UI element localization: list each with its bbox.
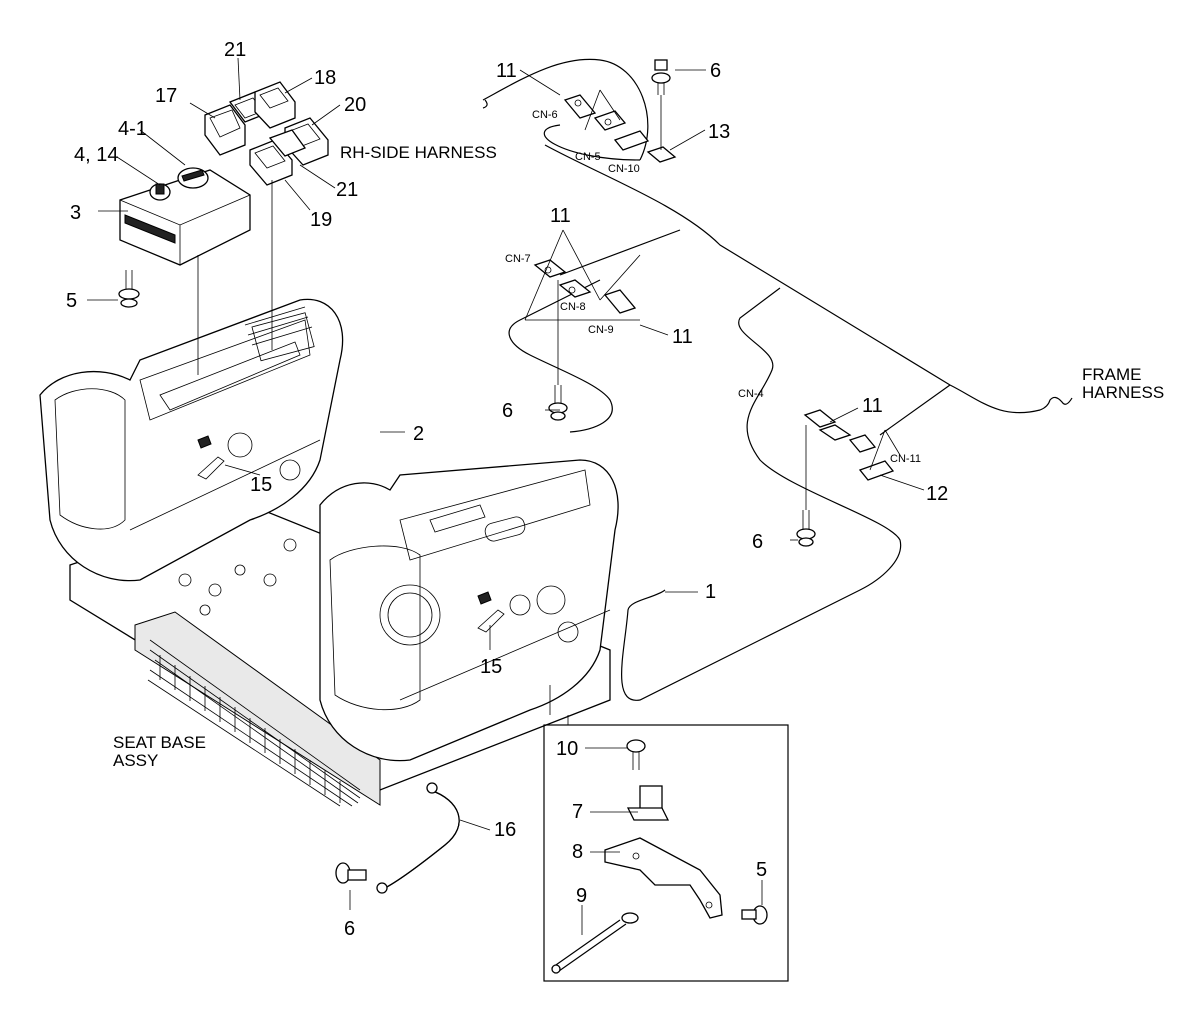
leader-lines: [87, 57, 925, 935]
callout-19: 19: [310, 209, 332, 231]
rocker-switch-17: [204, 104, 246, 156]
callout-4-1: 4-1: [118, 118, 147, 140]
bolt-6-mid: [548, 280, 568, 421]
callout-15-left: 15: [250, 474, 272, 496]
seat-base-vent-grille: [147, 639, 361, 807]
cn-11-label: CN-11: [890, 453, 921, 465]
callout-18: 18: [314, 67, 336, 89]
screw-10: [626, 739, 646, 770]
clamp-bracket-right: [803, 409, 895, 481]
callout-6-mid: 6: [502, 400, 513, 422]
cn-4-label: CN-4: [738, 388, 764, 400]
text-labels: RH-SIDE HARNESS FRAME HARNESS SEAT BASE …: [66, 39, 1164, 940]
screw-5-inset: [741, 905, 768, 925]
callout-6-cable: 6: [344, 918, 355, 940]
key-switch-icon: [149, 183, 171, 201]
bolt-6-right: [796, 425, 816, 547]
callout-4-14: 4, 14: [74, 144, 118, 166]
cn-10-label: CN-10: [608, 163, 640, 175]
callout-5-inset: 5: [756, 859, 767, 881]
callout-11-mid: 11: [550, 205, 571, 227]
callout-16: 16: [494, 819, 516, 841]
cn-8-label: CN-8: [560, 301, 586, 313]
callout-7: 7: [572, 801, 583, 823]
callout-6-top: 6: [710, 60, 721, 82]
cn-6-label: CN-6: [532, 109, 558, 121]
callout-9: 9: [576, 885, 587, 907]
cn-5-label: CN-5: [575, 151, 601, 163]
callout-11-top: 11: [496, 60, 517, 82]
callout-20: 20: [344, 94, 366, 116]
rocker-switches-group: [204, 81, 329, 186]
ground-cable-16: [376, 782, 460, 894]
rh-console-part-1: [319, 459, 619, 762]
callout-12: 12: [926, 483, 948, 505]
bolt-6-cable: [335, 862, 367, 884]
frame-harness-label-2: HARNESS: [1082, 383, 1164, 402]
bracket-8: [604, 837, 723, 919]
callout-15-right: 15: [480, 656, 502, 678]
callout-11-lower: 11: [672, 326, 693, 348]
callout-21-top: 21: [224, 39, 246, 61]
rod-9: [551, 912, 639, 974]
callout-13: 13: [708, 121, 730, 143]
frame-harness-wiring: [482, 58, 1073, 701]
callout-10: 10: [556, 738, 578, 760]
callout-2: 2: [413, 423, 424, 445]
bolt-6-top: [651, 59, 671, 150]
callout-5-left: 5: [66, 290, 77, 312]
control-box-part-3: [119, 167, 251, 266]
rotary-knob-icon: [177, 167, 209, 189]
seat-base-label-2: ASSY: [113, 751, 158, 770]
cn-9-label: CN-9: [588, 324, 614, 336]
frame-harness-label-1: FRAME: [1082, 365, 1142, 384]
rh-side-harness-label: RH-SIDE HARNESS: [340, 143, 497, 162]
seat-base-label-1: SEAT BASE: [113, 733, 206, 752]
cn-7-label: CN-7: [505, 253, 531, 265]
callout-21-lower: 21: [336, 179, 358, 201]
callout-3: 3: [70, 202, 81, 224]
inset-detail-box: [543, 685, 789, 982]
callout-8: 8: [572, 841, 583, 863]
callout-1: 1: [705, 581, 716, 603]
callout-11-right: 11: [862, 395, 883, 417]
callout-6-right: 6: [752, 531, 763, 553]
clamp-bracket-mid: [533, 259, 637, 314]
switch-7: [626, 785, 670, 821]
rocker-switch-18: [254, 81, 296, 129]
screw-5-left: [118, 270, 140, 308]
lh-console-part-2: [39, 298, 344, 582]
rocker-switch-21-bottom: [268, 129, 307, 157]
callout-17: 17: [155, 85, 177, 107]
